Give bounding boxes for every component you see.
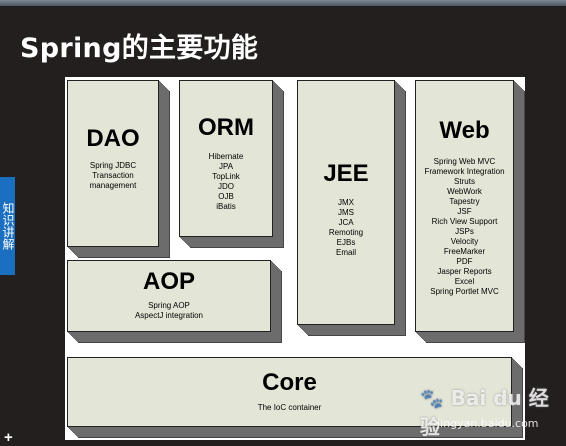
jee-item: JMX xyxy=(338,198,354,207)
orm-title: ORM xyxy=(198,114,254,141)
dao-description: Spring JDBC Transaction management xyxy=(89,161,137,190)
web-item: Struts xyxy=(454,177,475,186)
core-module: Core The IoC container xyxy=(67,357,512,427)
orm-item: iBatis xyxy=(216,202,236,211)
web-item: Tapestry xyxy=(449,197,480,206)
orm-item-list: Hibernate JPA TopLink JDO OJB iBatis xyxy=(180,152,272,212)
aop-item-list: Spring AOP AspectJ integration xyxy=(68,301,270,321)
web-item-list: Spring Web MVC Framework Integration Str… xyxy=(416,157,513,297)
jee-item: Email xyxy=(335,248,356,257)
orm-item: JDO xyxy=(218,182,234,191)
orm-module: ORM Hibernate JPA TopLink JDO OJB iBatis xyxy=(179,80,273,237)
web-title: Web xyxy=(439,117,490,144)
aop-item: Spring AOP xyxy=(148,301,190,310)
jee-module: JEE JMX JMS JCA Remoting EJBs Email xyxy=(297,80,395,325)
web-item: PDF xyxy=(456,257,473,266)
paw-icon: 🐾 xyxy=(420,388,444,410)
web-item: JSF xyxy=(457,207,472,216)
web-module: Web Spring Web MVC Framework Integration… xyxy=(415,80,514,332)
web-item: Framework Integration xyxy=(424,167,505,176)
aop-item: AspectJ integration xyxy=(134,311,204,320)
aop-module: AOP Spring AOP AspectJ integration xyxy=(67,260,271,332)
web-item: FreeMarker xyxy=(443,247,486,256)
orm-item: Hibernate xyxy=(208,152,244,161)
core-description: The IoC container xyxy=(257,403,322,412)
orm-item: TopLink xyxy=(212,172,240,181)
web-item: Rich View Support xyxy=(431,217,498,226)
aop-title: AOP xyxy=(142,268,195,295)
orm-item: OJB xyxy=(218,192,234,201)
jee-title: JEE xyxy=(323,160,369,187)
jee-item: JMS xyxy=(338,208,354,217)
web-item: Velocity xyxy=(450,237,479,246)
core-title: Core xyxy=(262,369,317,396)
watermark-logo-text: Bai du 经验 xyxy=(420,386,549,439)
web-item: Spring Web MVC xyxy=(433,157,496,166)
web-item: WebWork xyxy=(447,187,482,196)
plus-icon[interactable]: + xyxy=(4,429,13,446)
dao-title: DAO xyxy=(86,125,140,152)
web-item: JSPs xyxy=(455,227,474,236)
side-tab[interactable]: 知识讲解 xyxy=(0,177,15,275)
watermark-url: jingyan.baidu.com xyxy=(437,417,539,430)
spring-architecture-diagram: DAO Spring JDBC Transaction management O… xyxy=(65,77,525,440)
web-item: Jasper Reports xyxy=(437,267,492,276)
jee-item: EJBs xyxy=(336,238,356,247)
jee-item: Remoting xyxy=(328,228,364,237)
window-top-bar xyxy=(0,0,566,6)
web-item: Excel xyxy=(454,277,475,286)
jee-item: JCA xyxy=(338,218,354,227)
web-item: Spring Portlet MVC xyxy=(430,287,499,296)
orm-item: JPA xyxy=(218,162,234,171)
slide-title: Spring的主要功能 xyxy=(20,33,259,64)
jee-item-list: JMX JMS JCA Remoting EJBs Email xyxy=(298,198,394,258)
dao-module: DAO Spring JDBC Transaction management xyxy=(67,80,159,247)
baidu-watermark-logo: 🐾 Bai du 经验 xyxy=(420,382,566,440)
